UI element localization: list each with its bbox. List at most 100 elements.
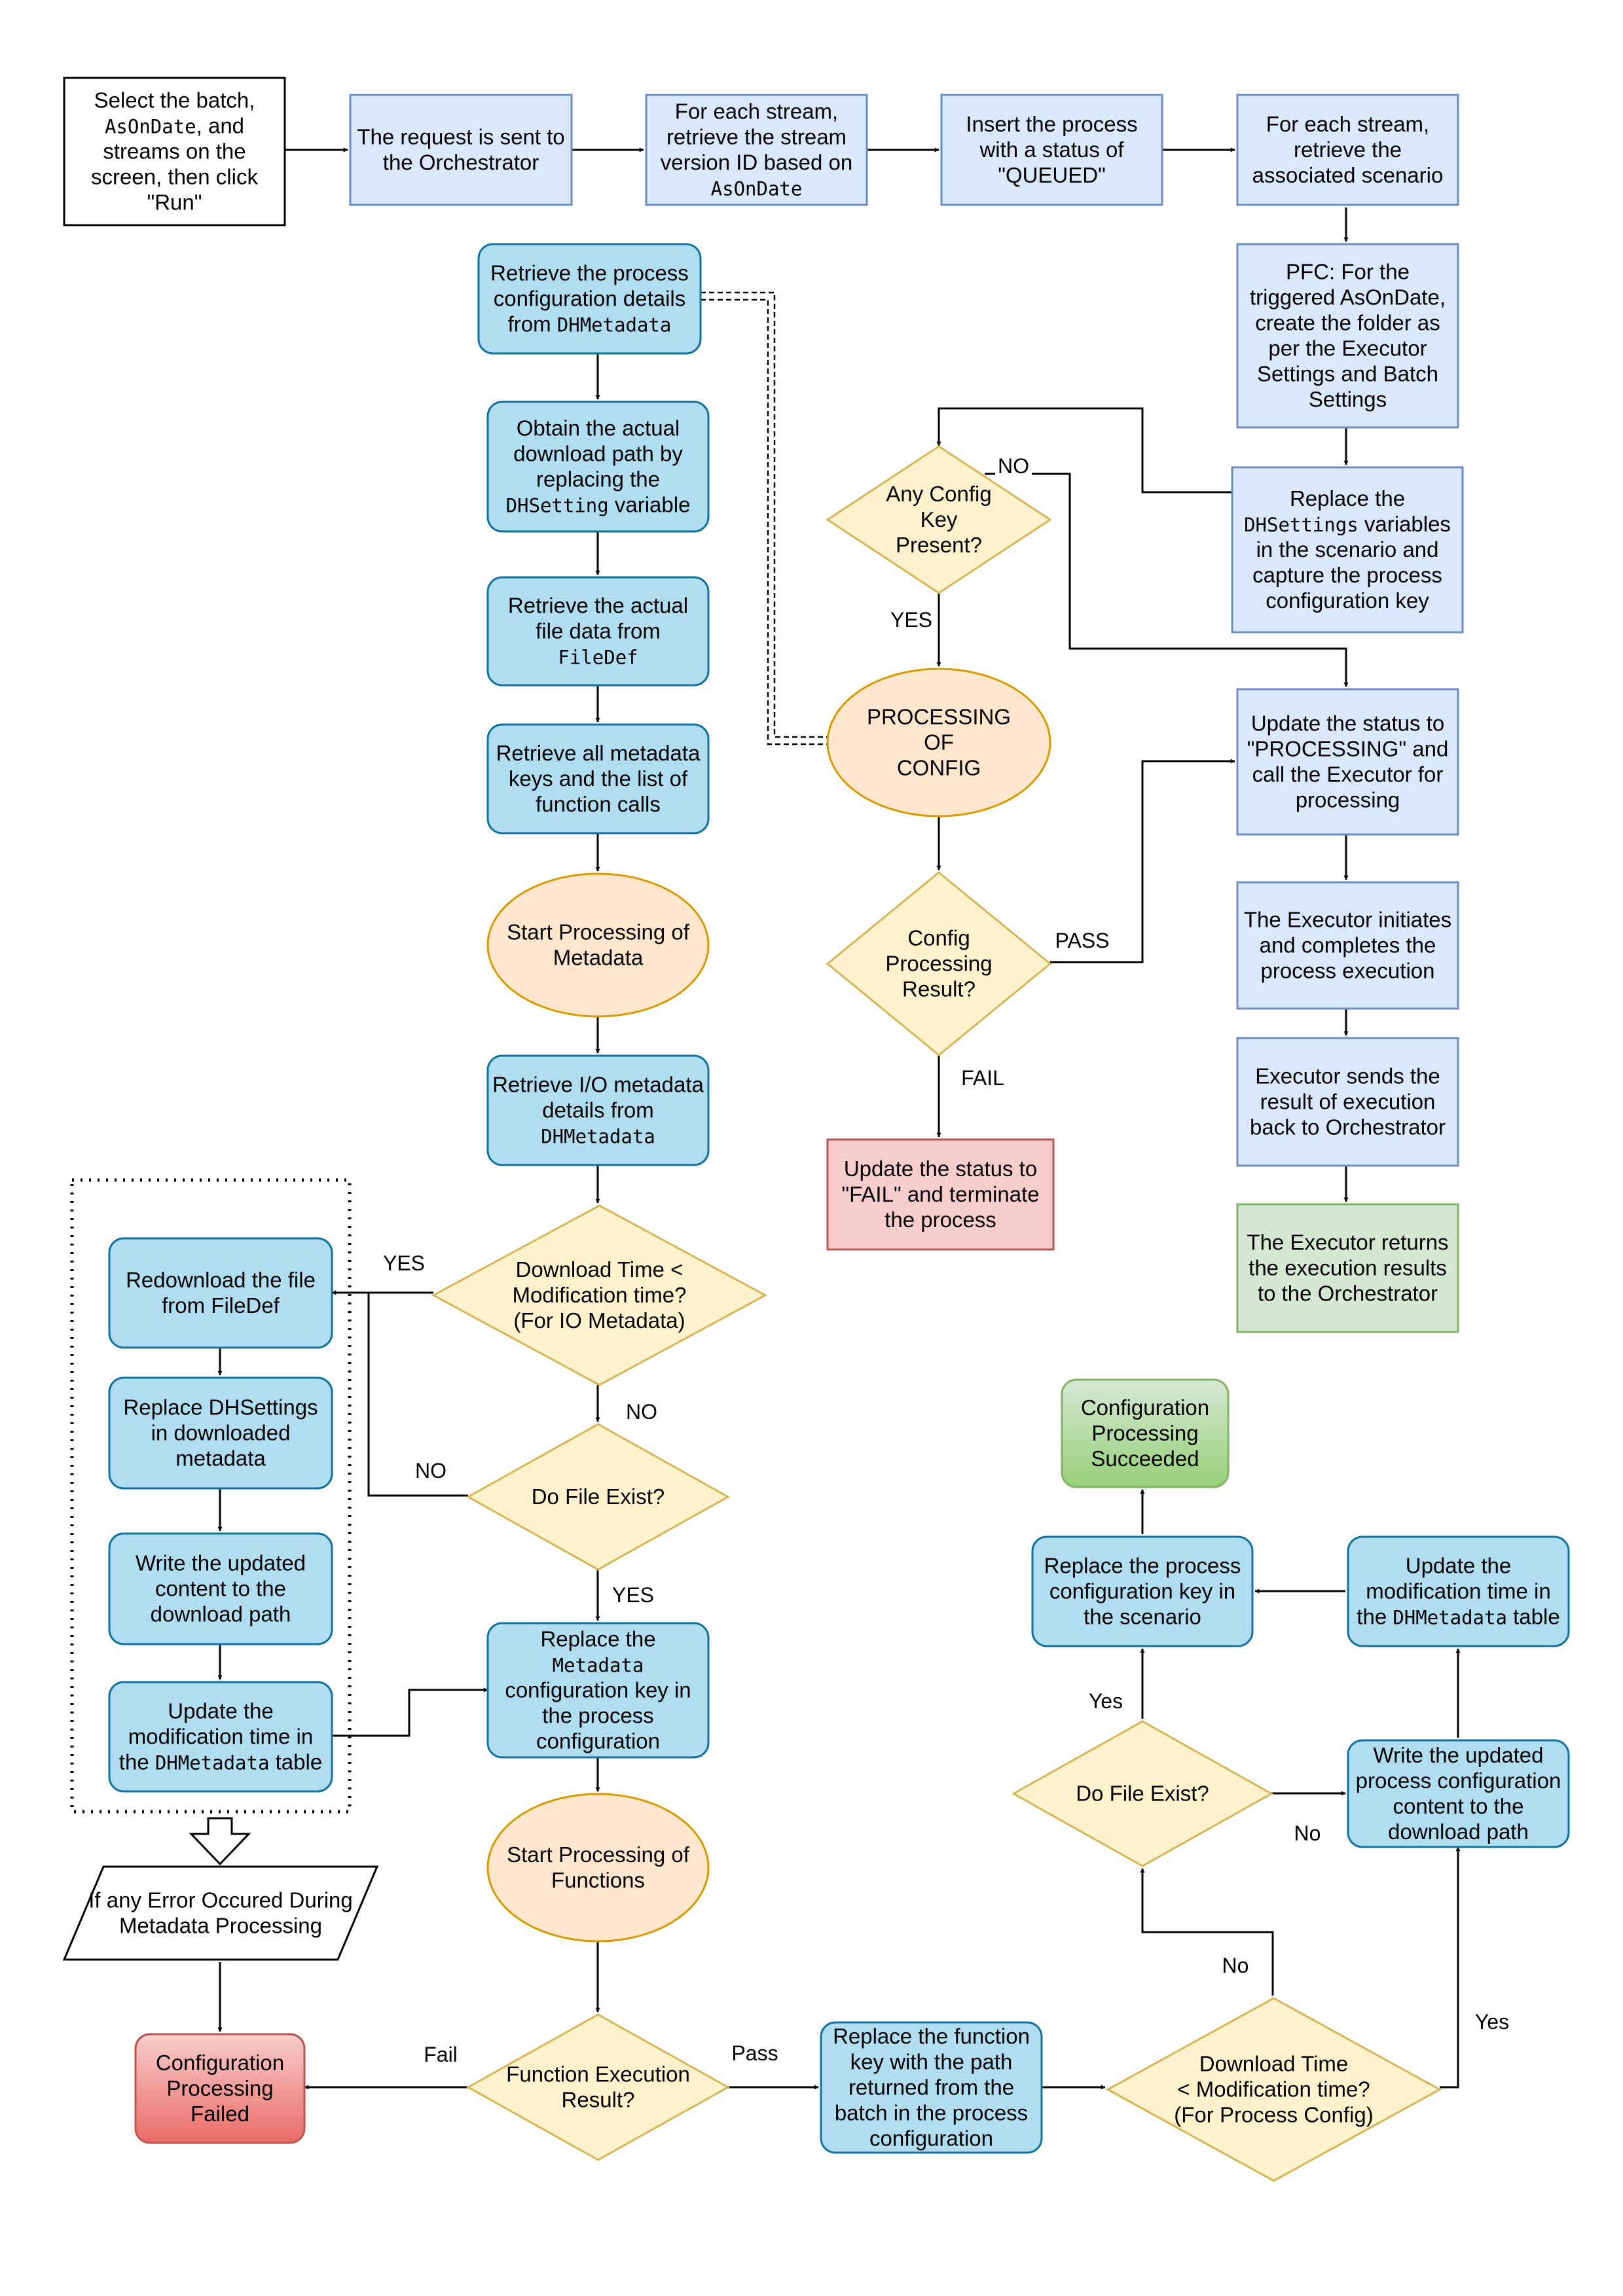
label-yes-file-exist-2: Yes (1089, 1689, 1123, 1713)
node-shape (1105, 1997, 1442, 2182)
node-shape (108, 1237, 333, 1349)
decision-download-time-pc[interactable]: Download Time< Modification time?(For Pr… (1105, 1997, 1442, 2182)
node-label: Do File Exist? (532, 1484, 665, 1509)
metadata-retry-group (70, 1178, 352, 1814)
node-shape (63, 77, 286, 226)
decision-do-file-exist-1[interactable]: Do File Exist? (465, 1423, 731, 1571)
node-shape (486, 723, 710, 834)
node-label: Download Time< Modification time?(For Pr… (1174, 2052, 1373, 2127)
label-yes-download-io: YES (383, 1251, 425, 1275)
node-shape (108, 1532, 333, 1645)
label-no-file-exist-1: NO (415, 1459, 447, 1482)
edge-labels: NO YES PASS FAIL YES NO NO YES Fail Pass… (383, 454, 1509, 2066)
node-shape (62, 1865, 379, 1961)
label-fail-config: FAIL (961, 1066, 1004, 1090)
node-shape (477, 243, 702, 355)
node-shape (486, 1793, 710, 1943)
node-shape (1236, 243, 1459, 429)
label-no-config-key: NO (998, 454, 1029, 478)
node-shape (826, 445, 1052, 594)
edges (70, 147, 1461, 2090)
node-update-fail[interactable]: Update the status to"FAIL" and terminate… (826, 1138, 1055, 1251)
node-shape (1347, 1739, 1570, 1848)
node-shape (1347, 1535, 1570, 1647)
node-shape (645, 94, 868, 206)
node-shape (826, 1138, 1055, 1251)
node-shape (826, 668, 1051, 817)
node-label: Do File Exist? (1076, 1782, 1209, 1806)
node-shape (1236, 1037, 1459, 1167)
node-shape (134, 2033, 306, 2144)
decision-download-time-io[interactable]: Download Time <Modification time?(For IO… (431, 1204, 768, 1386)
decision-do-file-exist-2[interactable]: Do File Exist? (1011, 1720, 1274, 1867)
node-shape (486, 1054, 710, 1166)
label-yes-download-pc: Yes (1475, 2010, 1509, 2034)
node-shape (465, 1423, 731, 1571)
node-shape (940, 94, 1163, 206)
label-yes-config-key: YES (890, 608, 932, 632)
node-shape (486, 1622, 710, 1759)
node-shape (826, 871, 1052, 1056)
label-pass-config: PASS (1055, 929, 1110, 952)
label-yes-file-exist-1: YES (612, 1583, 654, 1607)
label-no-download-io: NO (626, 1400, 657, 1424)
node-shape (1031, 1535, 1254, 1647)
node-shape (1236, 1203, 1459, 1333)
node-shape (820, 2021, 1043, 2154)
